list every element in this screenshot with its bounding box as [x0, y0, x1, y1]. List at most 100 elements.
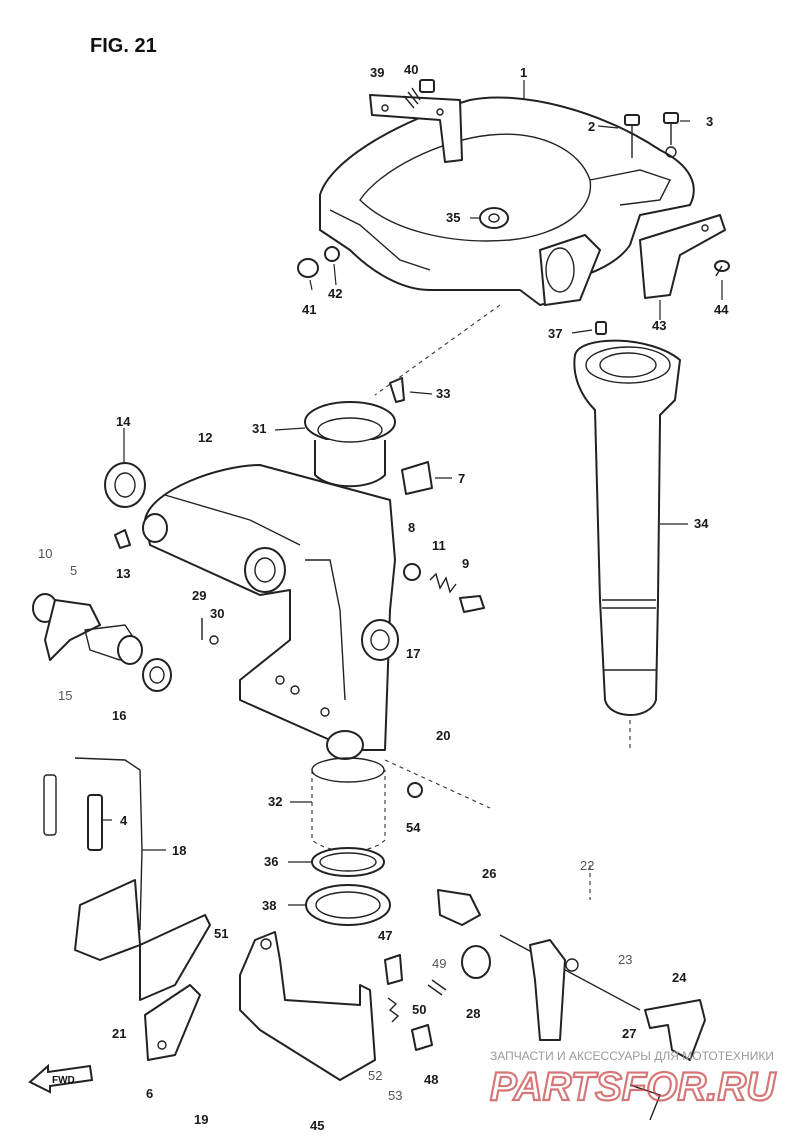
assembly-axis-line-upper	[374, 304, 501, 396]
bushing-cluster-parts-10-5-15-16	[32, 593, 172, 692]
stopper-part-18	[74, 757, 211, 1001]
callout-40: 40	[404, 62, 418, 77]
lever-part-26	[437, 889, 481, 926]
callout-21: 21	[112, 1026, 126, 1041]
callout-27: 27	[622, 1026, 636, 1041]
callout-14: 14	[116, 414, 131, 429]
callout-44: 44	[714, 302, 729, 317]
callout-labels: 1 2 3 4 5 6 7 8 9 10 11 12 13 14 15 16 1…	[38, 62, 729, 1133]
callout-31: 31	[252, 421, 266, 436]
ring-part-38	[305, 884, 391, 926]
callout-49: 49	[432, 956, 446, 971]
nut-part-41	[297, 258, 319, 278]
nut-part-35	[479, 207, 509, 229]
bolt-part-2	[624, 114, 640, 158]
callout-50: 50	[412, 1002, 426, 1017]
clip-part-33	[389, 377, 405, 403]
callout-39: 39	[370, 65, 384, 80]
fwd-arrow-icon: FWD	[28, 1063, 94, 1094]
plate-part-43	[639, 214, 726, 299]
callout-24: 24	[672, 970, 687, 985]
callout-51: 51	[214, 926, 228, 941]
callout-35: 35	[446, 210, 460, 225]
screw-part-44	[714, 260, 730, 277]
bolt-part-49	[427, 979, 447, 996]
bushing-part-14-upper	[104, 462, 146, 508]
tilt-rod-part-23	[499, 934, 641, 1041]
pin-part-37	[595, 321, 607, 335]
bolt-part-40	[403, 79, 435, 109]
callout-16: 16	[112, 708, 126, 723]
callout-52: 52	[368, 1068, 382, 1083]
spring-part-50	[387, 997, 400, 1023]
callout-42: 42	[328, 286, 342, 301]
callout-10: 10	[38, 546, 52, 561]
callout-54: 54	[406, 820, 421, 835]
washer-part-8	[403, 563, 421, 581]
callout-4: 4	[120, 813, 128, 828]
callout-15: 15	[58, 688, 72, 703]
callout-48: 48	[424, 1072, 438, 1087]
callout-18: 18	[172, 843, 186, 858]
callout-23: 23	[618, 952, 632, 967]
bolt-part-3	[663, 112, 679, 158]
pin-part-4	[43, 774, 103, 851]
callout-26: 26	[482, 866, 496, 881]
callout-17: 17	[406, 646, 420, 661]
callout-41: 41	[302, 302, 316, 317]
lever-part-24-27	[629, 999, 706, 1121]
callout-13: 13	[116, 566, 130, 581]
bushing-part-17	[361, 619, 399, 661]
callout-20: 20	[436, 728, 450, 743]
callout-7: 7	[458, 471, 465, 486]
washer-part-42	[324, 246, 340, 262]
callout-19: 19	[194, 1112, 208, 1127]
plate-part-21-6	[144, 984, 201, 1061]
spring-part-48	[411, 1024, 433, 1051]
callout-45: 45	[310, 1118, 324, 1133]
callout-8: 8	[408, 520, 415, 535]
tilt-lever-part-51	[239, 931, 376, 1081]
callout-2: 2	[588, 119, 595, 134]
callout-1: 1	[520, 65, 527, 80]
callout-34: 34	[694, 516, 709, 531]
steering-tube-part-34	[573, 339, 681, 716]
callout-6: 6	[146, 1086, 153, 1101]
bracket-part-47	[384, 954, 403, 985]
ring-part-36	[311, 847, 385, 877]
leader-lines	[102, 80, 723, 906]
fwd-label: FWD	[52, 1075, 75, 1086]
block-part-7	[401, 461, 433, 495]
callout-9: 9	[462, 556, 469, 571]
callout-32: 32	[268, 794, 282, 809]
watermark-caption: ЗАПЧАСТИ И АКСЕССУАРЫ ДЛЯ МОТОТЕХНИКИ	[490, 1049, 774, 1063]
bushing-part-32	[311, 757, 386, 852]
bushing-part-31	[304, 401, 396, 488]
bushing-part-28	[461, 945, 491, 979]
callout-36: 36	[264, 854, 278, 869]
rod-part-20	[384, 759, 491, 809]
callout-53: 53	[388, 1088, 402, 1103]
callout-11: 11	[432, 538, 446, 553]
bolt-part-9	[459, 595, 485, 613]
callout-37: 37	[548, 326, 562, 341]
bushing-part-54	[407, 782, 423, 798]
watermark: ЗАПЧАСТИ И АКСЕССУАРЫ ДЛЯ МОТОТЕХНИКИ PA…	[489, 1049, 778, 1110]
callout-12: 12	[198, 430, 212, 445]
swivel-bracket-part-1	[319, 96, 695, 306]
callout-30: 30	[210, 606, 224, 621]
clamp-bracket-part-12	[142, 464, 396, 760]
callout-43: 43	[652, 318, 666, 333]
pin-part-29-30	[201, 618, 219, 645]
callout-33: 33	[436, 386, 450, 401]
callout-22: 22	[580, 858, 594, 873]
callout-29: 29	[192, 588, 206, 603]
watermark-logo: PARTSFOR.RU	[490, 1065, 776, 1109]
figure-title: FIG. 21	[90, 35, 157, 57]
callout-47: 47	[378, 928, 392, 943]
grease-nipple-part-13	[114, 529, 131, 549]
spring-part-11	[429, 572, 457, 594]
callout-28: 28	[466, 1006, 480, 1021]
